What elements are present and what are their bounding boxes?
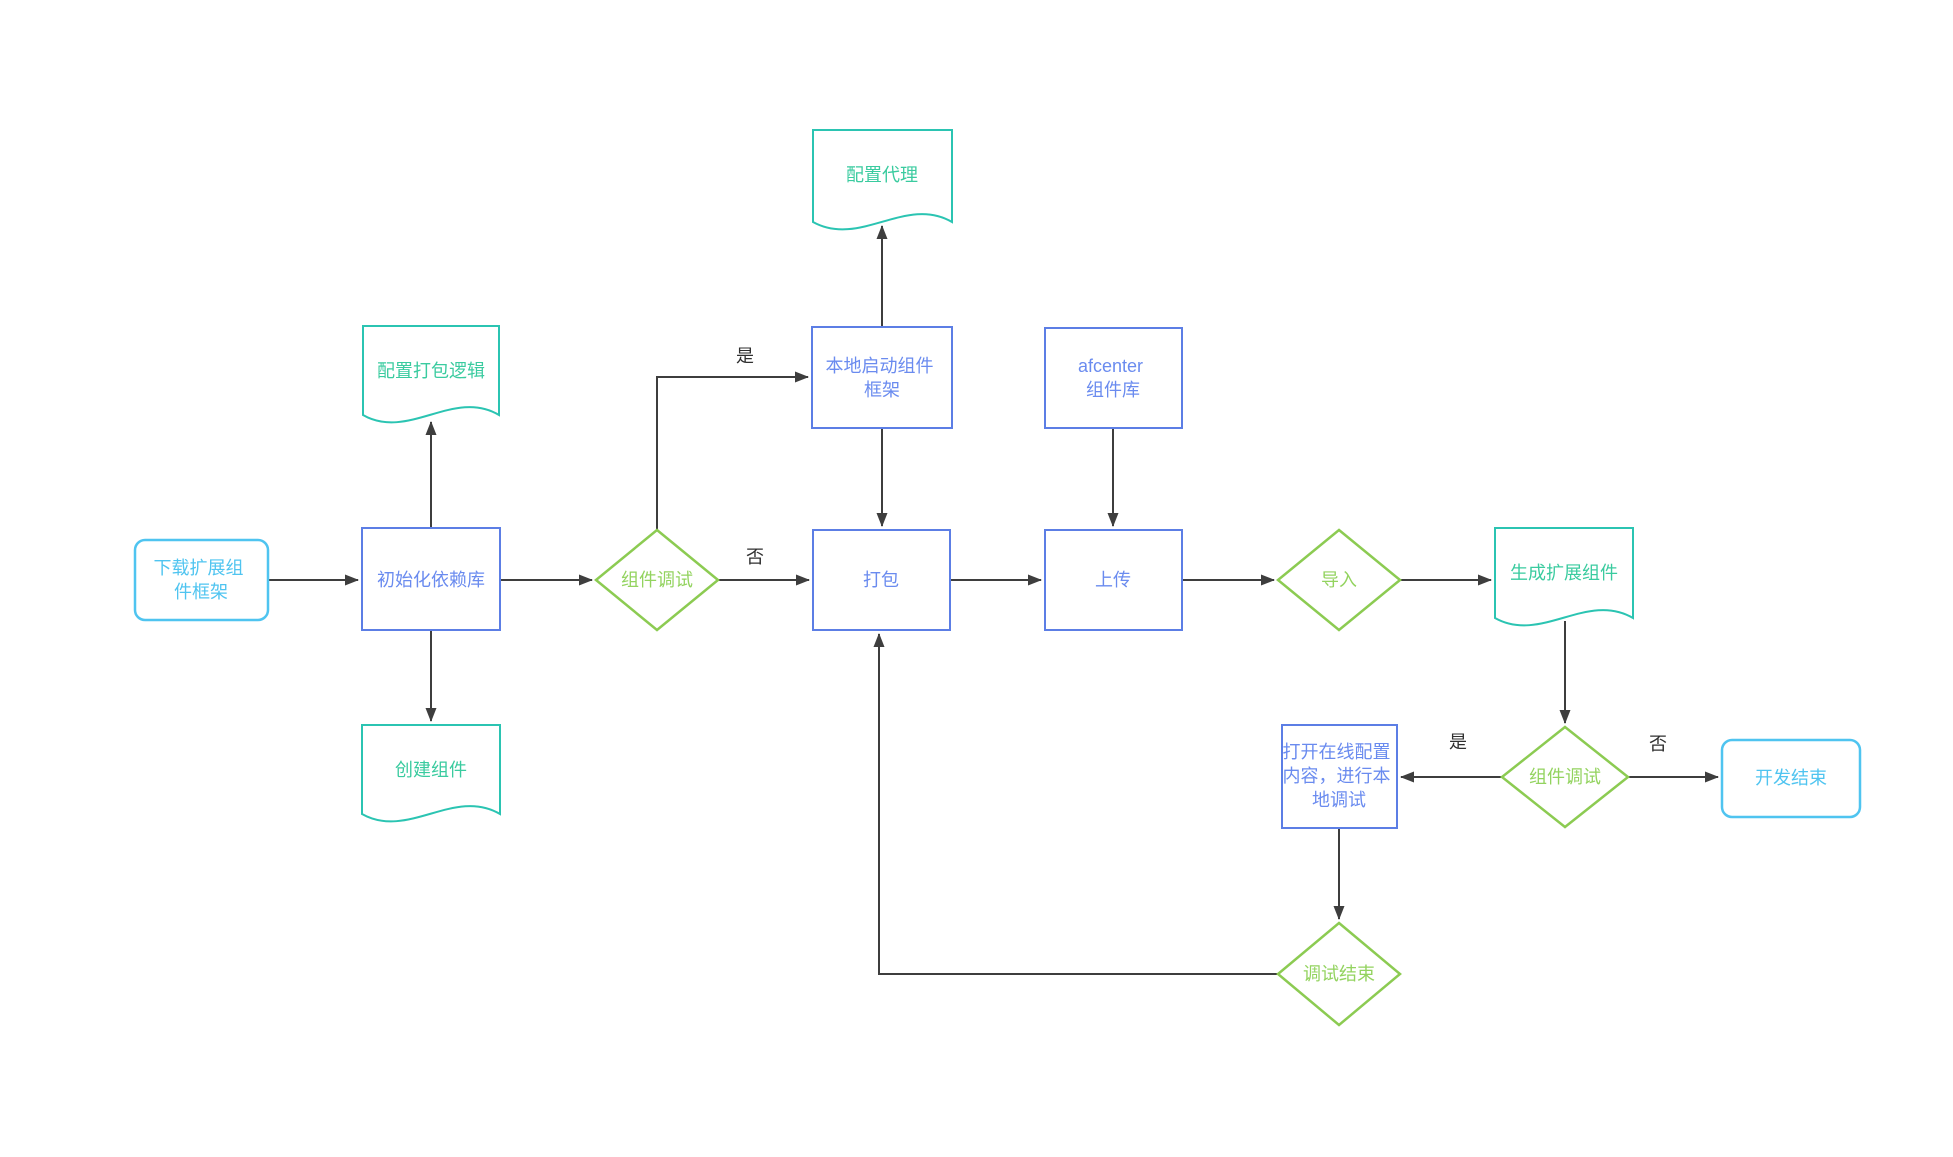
- node-afcenter-lib: afcenter 组件库: [1044, 327, 1183, 429]
- download-framework-shape: [133, 538, 270, 622]
- node-component-debug-1: 组件调试: [594, 528, 720, 632]
- generate-ext-component-label: 生成扩展组件: [1510, 563, 1618, 583]
- import-label: 导入: [1321, 570, 1357, 590]
- node-debug-end: 调试结束: [1276, 921, 1402, 1027]
- config-proxy-shape: [812, 129, 953, 231]
- component-debug-2-label: 组件调试: [1529, 767, 1601, 787]
- download-framework-label: 下载扩展组 件框架: [153, 558, 248, 602]
- edge-debug1-yes-to-local-start: [656, 371, 809, 530]
- config-package-logic-shape: [362, 325, 500, 424]
- node-config-proxy: 配置代理: [812, 129, 953, 231]
- node-import: 导入: [1276, 528, 1402, 632]
- init-deps-shape: [361, 527, 501, 631]
- node-local-start-framework: 本地启动组件 框架: [811, 326, 953, 429]
- edge-label-no-1: 否: [746, 547, 764, 567]
- node-download-framework: 下载扩展组 件框架: [133, 538, 270, 622]
- generate-ext-component-shape: [1494, 527, 1634, 627]
- node-create-component: 创建组件: [361, 724, 501, 823]
- package-label: 打包: [863, 570, 899, 590]
- node-upload: 上传: [1044, 529, 1183, 631]
- debug-end-label: 调试结束: [1303, 964, 1375, 984]
- dev-end-shape: [1720, 738, 1862, 819]
- dev-end-label: 开发结束: [1755, 768, 1827, 788]
- afcenter-lib-label: afcenter 组件库: [1078, 356, 1148, 400]
- edge-label-no-2: 否: [1649, 734, 1667, 754]
- connectors: [268, 225, 1719, 975]
- component-debug-1-shape: [594, 528, 720, 632]
- config-proxy-label: 配置代理: [846, 165, 918, 185]
- node-component-debug-2: 组件调试: [1499, 725, 1631, 829]
- import-shape: [1276, 528, 1402, 632]
- edge-label-yes-1: 是: [736, 346, 754, 366]
- open-online-config-label: 打开在线配置 内容，进行本 地调试: [1282, 742, 1395, 810]
- component-debug-1-label: 组件调试: [621, 570, 693, 590]
- package-shape: [812, 529, 951, 631]
- config-package-logic-label: 配置打包逻辑: [377, 361, 485, 381]
- node-init-deps: 初始化依赖库: [361, 527, 501, 631]
- node-config-package-logic: 配置打包逻辑: [362, 325, 500, 424]
- node-open-online-config: 打开在线配置 内容，进行本 地调试: [1281, 724, 1398, 829]
- local-start-framework-shape: [811, 326, 953, 429]
- node-generate-ext-component: 生成扩展组件: [1494, 527, 1634, 627]
- upload-shape: [1044, 529, 1183, 631]
- upload-label: 上传: [1095, 570, 1131, 590]
- component-debug-2-shape: [1499, 725, 1631, 829]
- create-component-shape: [361, 724, 501, 823]
- debug-end-shape: [1276, 921, 1402, 1027]
- open-online-config-shape: [1281, 724, 1398, 829]
- node-dev-end: 开发结束: [1720, 738, 1862, 819]
- edge-debug-end-loop-to-package: [873, 633, 1278, 975]
- afcenter-lib-shape: [1044, 327, 1183, 429]
- edge-label-yes-2: 是: [1449, 732, 1467, 752]
- create-component-label: 创建组件: [395, 760, 467, 780]
- node-package: 打包: [812, 529, 951, 631]
- local-start-framework-label: 本地启动组件 框架: [825, 356, 938, 400]
- init-deps-label: 初始化依赖库: [377, 570, 485, 590]
